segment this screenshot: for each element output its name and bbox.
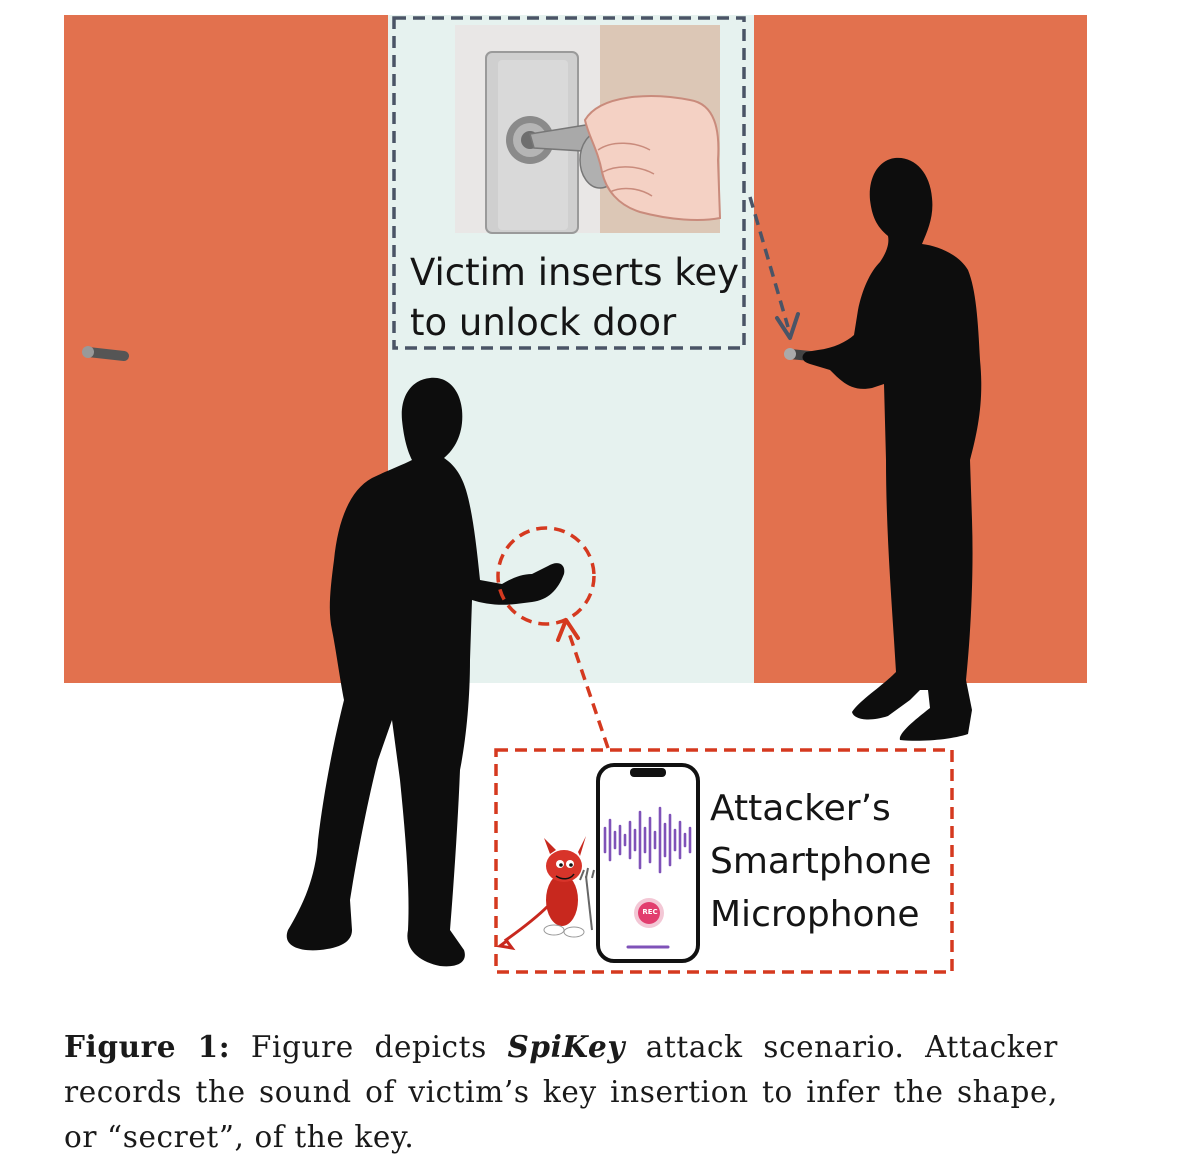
attacker-label-line-3: Microphone <box>710 894 920 935</box>
attacker-silhouette <box>286 377 565 967</box>
figure-caption: Figure 1: Figure depicts SpiKey attack s… <box>64 1024 1058 1160</box>
rec-button-label: REC <box>642 908 658 916</box>
attacker-label-line-1: Attacker’s <box>710 788 891 829</box>
victim-callout-box <box>392 16 746 350</box>
attacker-arrow <box>556 618 610 749</box>
left-door-handle <box>82 346 129 361</box>
scenario-illustration <box>64 15 1087 974</box>
victim-silhouette <box>802 157 982 741</box>
victim-label-line-1: Victim inserts key <box>410 251 740 294</box>
caption-text-after: attack scenario. Attacker records the so… <box>64 1030 1058 1154</box>
victim-label: Victim inserts key to unlock door <box>410 248 739 348</box>
attacker-label-line-2: Smartphone <box>710 841 932 882</box>
devil-mascot-icon <box>496 836 595 951</box>
attacker-label: Attacker’s Smartphone Microphone <box>710 782 932 941</box>
victim-arrow <box>748 196 800 340</box>
attacker-phone-highlight <box>496 526 596 626</box>
caption-emphasis: SpiKey <box>507 1029 626 1064</box>
key-in-lock-image <box>455 25 722 234</box>
victim-label-line-2: to unlock door <box>410 301 677 344</box>
smartphone-icon <box>596 763 700 963</box>
audio-waveform-icon <box>603 806 692 874</box>
caption-text-before: Figure depicts <box>230 1030 508 1064</box>
figure-label: Figure 1: <box>64 1029 231 1064</box>
